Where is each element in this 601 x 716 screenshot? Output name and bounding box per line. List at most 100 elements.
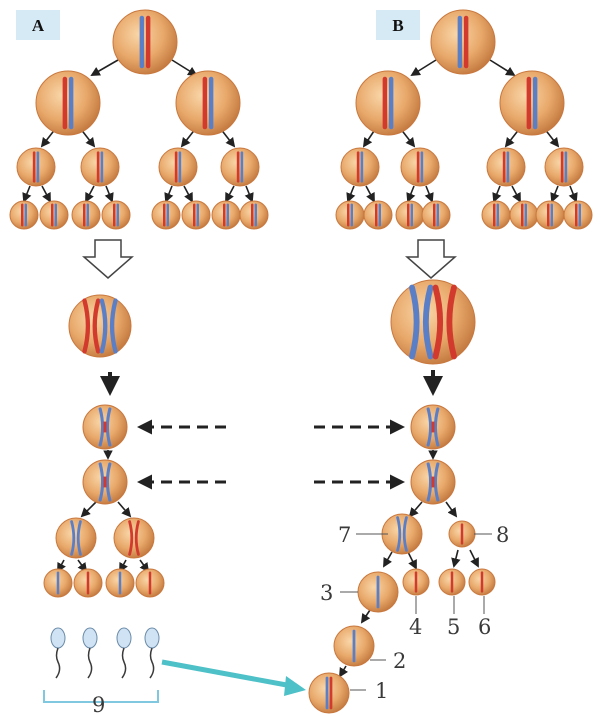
- arrow: [183, 185, 193, 203]
- cell-b-l4: [481, 200, 511, 230]
- cell-b-l2-left: [355, 70, 421, 136]
- hollow-arrows: [82, 239, 457, 279]
- cell-b-l4: [535, 200, 565, 230]
- sperm-cell: [144, 627, 160, 679]
- cell-a-l4: [71, 200, 101, 230]
- arrow: [41, 185, 51, 203]
- cell-a-m2: [82, 459, 128, 505]
- cell-a-l4: [239, 200, 269, 230]
- cell-a-l3: [158, 147, 198, 187]
- arrow: [244, 185, 254, 203]
- sperm-cell: [82, 627, 98, 679]
- arrow: [85, 185, 95, 203]
- arrow: [22, 185, 32, 203]
- cell-a-m1: [82, 404, 128, 450]
- cell-a-l4: [211, 200, 241, 230]
- arrow: [511, 185, 521, 203]
- cell-a-m3-right: [113, 517, 155, 559]
- cells-layer: [9, 9, 593, 714]
- cell-b-l3: [340, 147, 380, 187]
- panel-b-label: B: [392, 16, 403, 35]
- cell-b-m2: [410, 459, 456, 505]
- cell-b-7: [381, 513, 423, 555]
- arrow: [451, 549, 461, 568]
- cell-b-6: [468, 568, 496, 596]
- cell-b-l4: [395, 200, 425, 230]
- arrow: [410, 59, 437, 77]
- arrow: [408, 501, 423, 518]
- arrow: [492, 185, 502, 203]
- cell-b-l4: [421, 200, 451, 230]
- label-9: 9: [92, 693, 105, 716]
- cell-a-l3: [16, 147, 56, 187]
- cell-a-m3-left: [55, 517, 97, 559]
- cell-a-root: [112, 9, 178, 75]
- arrow: [445, 501, 458, 518]
- cell-a-spermatid: [105, 568, 135, 598]
- cell-a-l4: [39, 200, 69, 230]
- hollow-arrow-a: [82, 239, 134, 279]
- arrow: [339, 665, 349, 678]
- cell-b-l4: [563, 200, 593, 230]
- arrow: [164, 185, 174, 203]
- cell-b-5: [438, 568, 466, 596]
- sperm-cell: [50, 627, 66, 679]
- label-2: 2: [393, 649, 406, 673]
- arrow: [568, 185, 578, 203]
- cell-b-tetrad: [390, 279, 476, 365]
- arrow: [365, 185, 375, 203]
- arrow: [406, 185, 416, 203]
- arrow: [346, 185, 356, 203]
- cell-a-l4: [101, 200, 131, 230]
- cell-b-4: [402, 568, 430, 596]
- cell-b-l3: [400, 147, 440, 187]
- arrow: [104, 185, 114, 203]
- cell-a-l3: [220, 147, 260, 187]
- cell-b-2: [333, 625, 375, 667]
- cell-a-l2-right: [175, 70, 241, 136]
- cell-b-l3: [486, 147, 526, 187]
- panel-b-label-box: B: [376, 10, 420, 40]
- label-5: 5: [447, 615, 460, 639]
- cell-a-l4: [9, 200, 39, 230]
- cell-a-l4: [181, 200, 211, 230]
- dashed-arrows: [137, 419, 405, 490]
- label-4: 4: [409, 615, 422, 639]
- cell-b-root: [430, 9, 496, 75]
- arrow: [489, 59, 516, 77]
- label-1: 1: [375, 679, 388, 703]
- cell-b-l4: [509, 200, 539, 230]
- cell-a-l2-left: [35, 70, 101, 136]
- arrow: [225, 185, 235, 203]
- arrow: [80, 501, 97, 518]
- cell-b-l2-right: [499, 70, 565, 136]
- label-3: 3: [320, 581, 333, 605]
- arrow: [424, 185, 434, 203]
- arrow: [90, 59, 119, 76]
- cell-a-spermatid: [135, 568, 165, 598]
- panel-a-label-box: A: [16, 10, 60, 40]
- cell-b-3: [357, 571, 399, 613]
- arrow: [550, 185, 560, 203]
- arrow: [360, 609, 371, 624]
- cell-b-8: [448, 520, 476, 548]
- cell-a-spermatid: [73, 568, 103, 598]
- arrow: [407, 551, 417, 570]
- cell-b-l3: [544, 147, 584, 187]
- panel-a-label: A: [32, 16, 45, 35]
- arrow: [171, 59, 198, 77]
- fertilization-arrow: [161, 659, 306, 696]
- leader-lines: [340, 533, 492, 691]
- arrow: [383, 551, 393, 568]
- cell-a-tetrad: [68, 294, 132, 358]
- sperm-cell: [116, 627, 132, 679]
- cell-a-l3: [80, 147, 120, 187]
- label-6: 6: [478, 615, 491, 639]
- cell-b-l4: [335, 200, 365, 230]
- sperm-bracket: [43, 690, 159, 703]
- cell-b-l4: [363, 200, 393, 230]
- sperm-group: [50, 627, 160, 679]
- hollow-arrow-b: [405, 239, 457, 279]
- cell-a-l4: [151, 200, 181, 230]
